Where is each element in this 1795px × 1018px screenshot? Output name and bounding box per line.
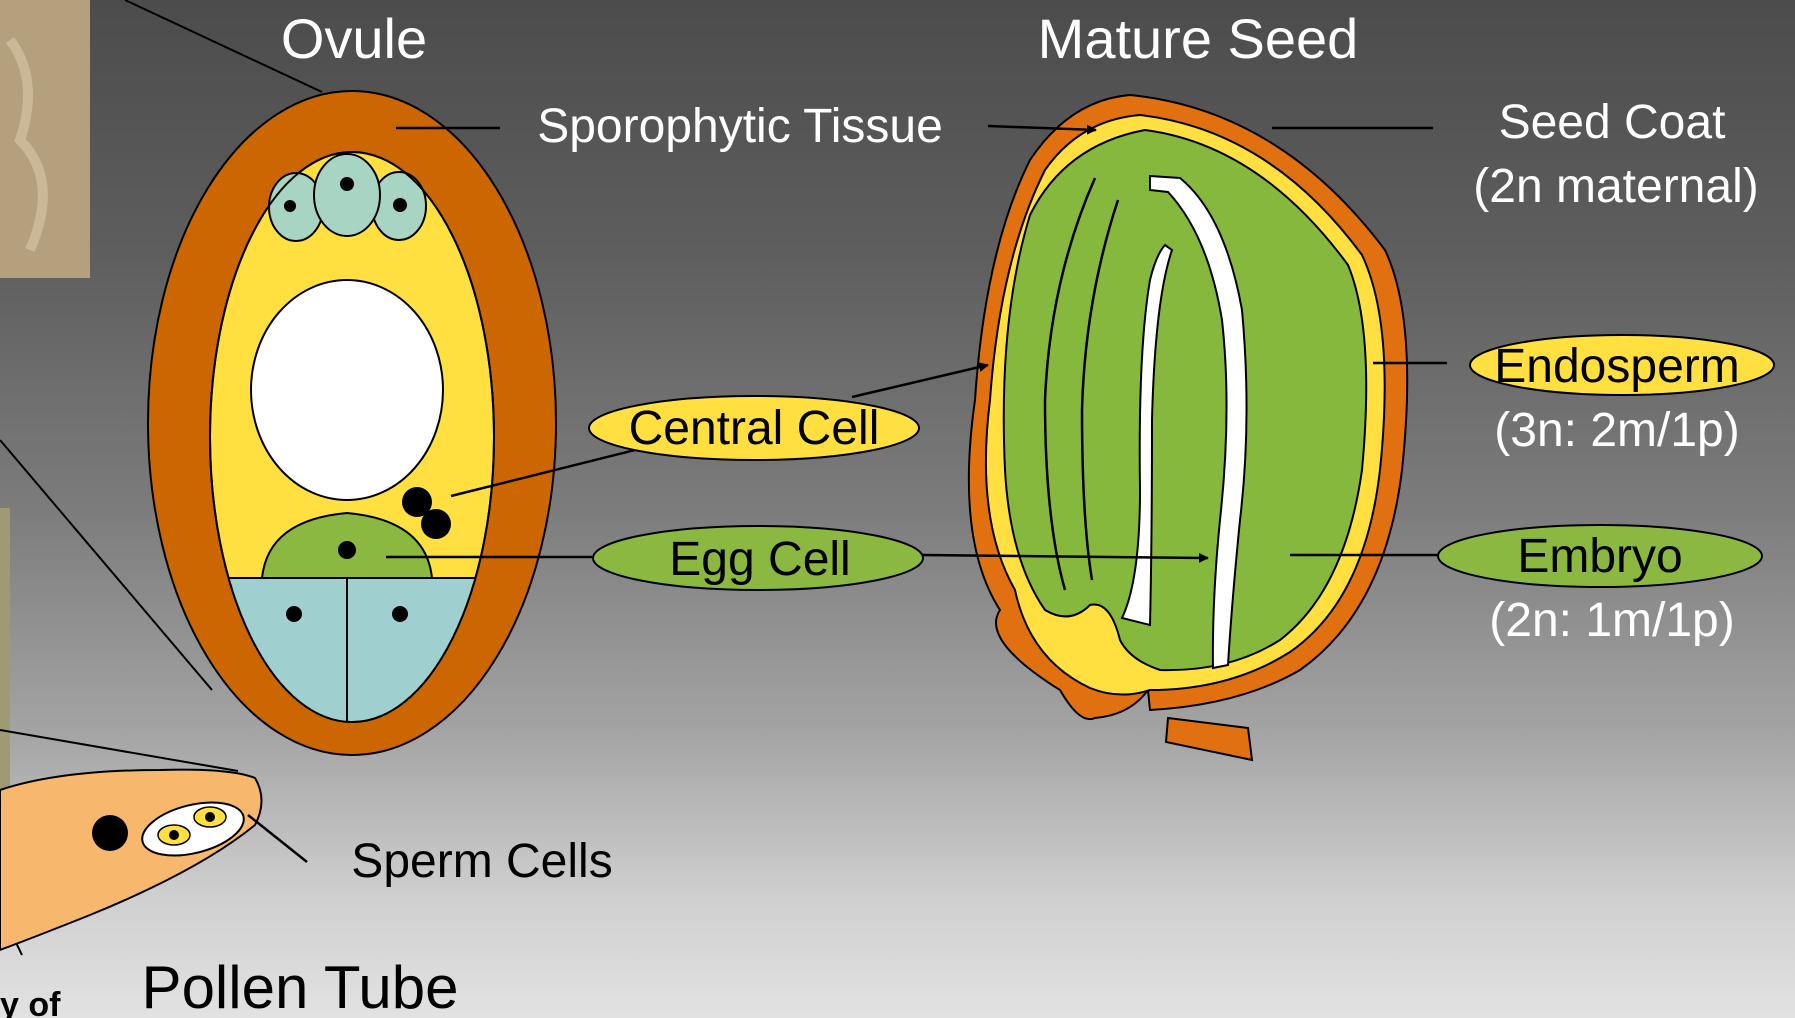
seed-coat-label: Seed Coat: [1499, 96, 1726, 149]
embryo-label: Embryo: [1517, 530, 1682, 583]
sporophytic-tissue-label: Sporophytic Tissue: [537, 100, 943, 153]
egg-nucleus: [338, 541, 356, 559]
central-cell-label: Central Cell: [629, 402, 880, 455]
embryo-ploidy-label: (2n: 1m/1p): [1489, 594, 1734, 647]
pollen-tube-body: [0, 770, 262, 950]
antipodal-cell-center: [314, 154, 380, 236]
pollen-tube: [0, 770, 262, 950]
ovule: [148, 91, 556, 755]
micrograph-top-left: [0, 0, 90, 278]
synergid-nucleus-right: [392, 606, 408, 622]
central-cell-arrow-to-seed: [852, 365, 988, 397]
antipodal-nucleus-center: [340, 177, 354, 191]
endosperm-ploidy-label: (3n: 2m/1p): [1494, 404, 1739, 457]
mature-seed: [969, 95, 1407, 760]
central-vacuole: [251, 280, 443, 500]
sperm-nucleus-right: [205, 812, 215, 822]
vegetative-nucleus: [92, 815, 128, 851]
synergid-nucleus-left: [286, 606, 302, 622]
pollen-tube-title: Pollen Tube: [142, 954, 459, 1018]
sperm-cells-label: Sperm Cells: [351, 835, 612, 888]
egg-cell-label: Egg Cell: [669, 533, 850, 586]
polar-nucleus-lower: [421, 509, 451, 539]
sperm-nucleus-left: [169, 830, 179, 840]
seed-coat-ploidy-label: (2n maternal): [1473, 160, 1758, 213]
mature-seed-title: Mature Seed: [1038, 7, 1359, 70]
pointer-line-micrograph-to-pollen-tube: [0, 730, 238, 771]
antipodal-nucleus-left: [284, 200, 296, 212]
ovule-title: Ovule: [281, 7, 427, 70]
endosperm-label: Endosperm: [1494, 340, 1739, 393]
antipodal-nucleus-right: [393, 198, 407, 212]
cropped-fragment-text: y of: [0, 986, 61, 1018]
sperm-cells-leader: [248, 815, 307, 862]
seed-radicle-tip: [1166, 718, 1252, 760]
